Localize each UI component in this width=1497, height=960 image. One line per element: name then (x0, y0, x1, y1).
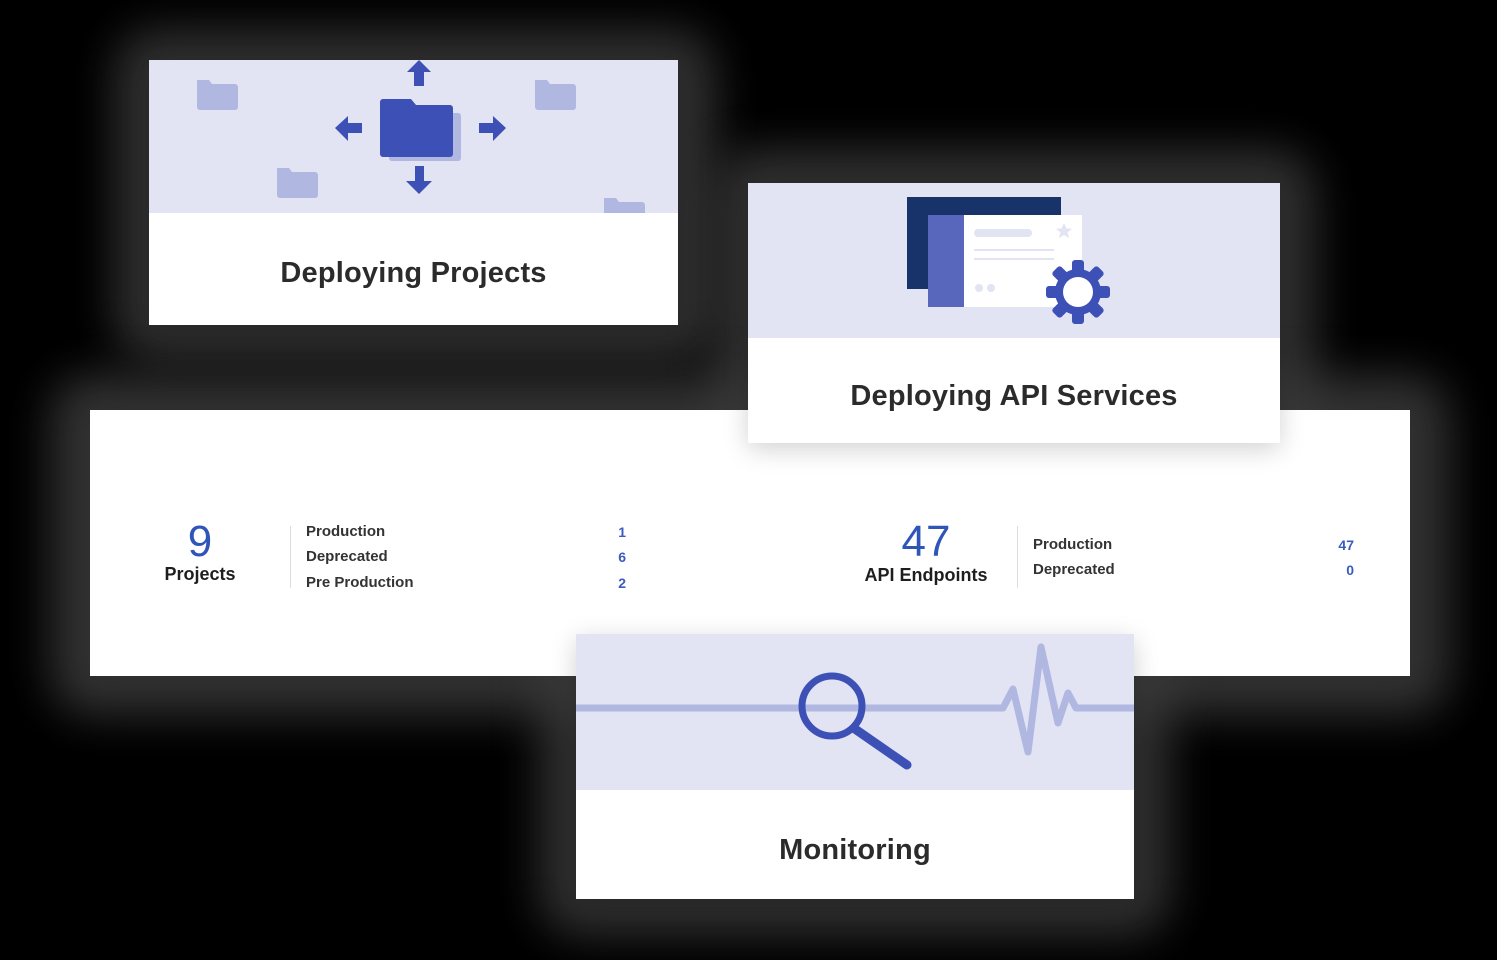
projects-total: 9 (187, 517, 213, 566)
monitoring-card[interactable]: Monitoring (576, 634, 1134, 899)
projects-label: Projects (164, 564, 236, 584)
projects-row-label: Production (306, 523, 386, 540)
magnifier-heartbeat-icon (576, 643, 1134, 770)
api-endpoints-label: API Endpoints (864, 565, 988, 585)
projects-row-label: Deprecated (306, 548, 388, 565)
api-endpoints-total: 47 (901, 517, 951, 566)
card-title: Deploying API Services (850, 380, 1178, 412)
api-window-gear-icon (907, 197, 1110, 324)
projects-row-value: 1 (618, 524, 626, 540)
divider (1017, 526, 1018, 588)
card-banner (576, 634, 1134, 790)
card-title: Monitoring (779, 834, 931, 866)
divider (290, 526, 291, 588)
api-row-label: Production (1033, 536, 1113, 553)
projects-row-value: 2 (618, 575, 626, 591)
projects-row-value: 6 (618, 549, 626, 565)
api-row-label: Deprecated (1033, 561, 1115, 578)
api-row-value: 0 (1346, 562, 1354, 578)
card-banner (748, 183, 1280, 338)
stats-panel: 9 Projects Production 1 Deprecated 6 Pre… (90, 410, 1410, 676)
deploying-projects-card[interactable]: Deploying Projects (149, 60, 678, 325)
projects-row-label: Pre Production (306, 574, 414, 591)
folder-expand-icon (197, 60, 645, 213)
api-row-value: 47 (1338, 537, 1354, 553)
card-banner (149, 60, 678, 213)
card-title: Deploying Projects (280, 257, 547, 289)
deploying-api-services-card[interactable]: Deploying API Services (748, 183, 1280, 443)
